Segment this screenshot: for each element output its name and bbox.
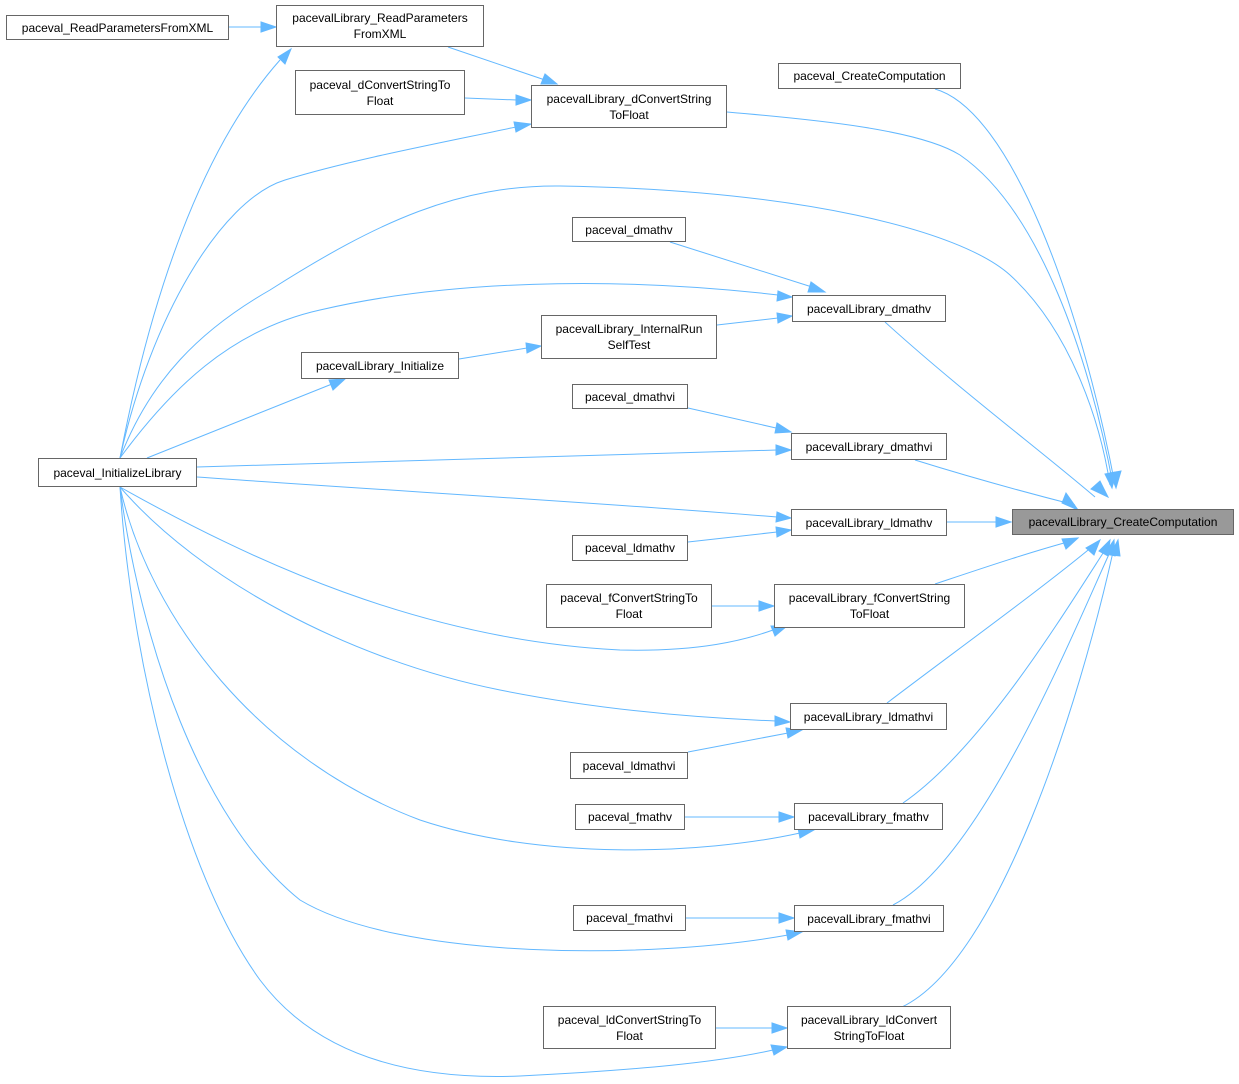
- arrowhead: [1061, 537, 1080, 550]
- node-paceval-createcomputation[interactable]: paceval_CreateComputation: [778, 63, 961, 89]
- node-pacevallibrary-dconvertstringtofloat[interactable]: pacevalLibrary_dConvertString ToFloat: [531, 85, 727, 128]
- node-pacevallibrary-ldmathv[interactable]: pacevalLibrary_ldmathv: [791, 509, 947, 536]
- node-pacevallibrary-initialize[interactable]: pacevalLibrary_Initialize: [301, 352, 459, 379]
- arrowhead: [277, 47, 293, 65]
- node-pacevallibrary-createcomputation[interactable]: pacevalLibrary_CreateComputation: [1012, 509, 1234, 535]
- arrowhead: [260, 21, 278, 33]
- edge-libreadxml-to-libdconvert: [447, 46, 546, 81]
- edge-selftest-to-libdmathv: [716, 317, 779, 326]
- arrowhead: [807, 281, 827, 293]
- edge-libfmathv-to-lib: [902, 549, 1106, 804]
- edge-libfmathvi-to-lib: [892, 551, 1111, 906]
- arrowhead: [758, 600, 776, 612]
- arrowhead: [775, 444, 793, 456]
- node-pacevallibrary-dmathv[interactable]: pacevalLibrary_dmathv: [792, 295, 946, 322]
- arrowhead: [776, 312, 794, 324]
- edge-initlib-arc-to-libfmathv: [119, 486, 801, 851]
- edge-initlib-arc-to-libfmathvi: [119, 486, 789, 952]
- arrowhead: [515, 94, 533, 106]
- node-paceval-ldconvertstringtofloat[interactable]: paceval_ldConvertStringTo Float: [543, 1006, 716, 1049]
- node-pacevallibrary-readparametersfromxml[interactable]: pacevalLibrary_ReadParameters FromXML: [276, 5, 484, 47]
- edge-createcomputation-to-lib: [934, 88, 1116, 486]
- arrowhead: [1085, 538, 1101, 556]
- node-paceval-initializelibrary[interactable]: paceval_InitializeLibrary: [38, 458, 197, 487]
- arrowhead: [776, 290, 794, 302]
- arrowhead: [771, 1022, 789, 1034]
- arrowhead: [540, 73, 559, 85]
- edge-initlib-to-libldmathv: [196, 476, 778, 518]
- node-pacevallibrary-dmathvi[interactable]: pacevalLibrary_dmathvi: [791, 433, 947, 460]
- arrowhead: [774, 715, 792, 727]
- edge-libdconvert-to-lib: [726, 111, 1114, 486]
- arrowhead: [775, 511, 793, 523]
- edge-libdmathv-to-lib: [884, 321, 1096, 498]
- edge-libinit-to-selftest: [458, 347, 528, 360]
- arrowhead: [1090, 480, 1110, 499]
- arrowhead: [778, 811, 796, 823]
- node-paceval-dconvertstringtofloat[interactable]: paceval_dConvertStringTo Float: [295, 70, 465, 115]
- arrowhead: [778, 912, 796, 924]
- edge-libldmathvi-to-lib: [886, 545, 1094, 704]
- node-paceval-fmathvi[interactable]: paceval_fmathvi: [573, 905, 686, 931]
- edge-initlib-to-libdmathvi: [196, 449, 778, 468]
- edge-dconvert-to-libdconvert: [464, 97, 518, 101]
- node-paceval-ldmathvi[interactable]: paceval_ldmathvi: [570, 752, 688, 779]
- node-pacevallibrary-fmathv[interactable]: pacevalLibrary_fmathv: [794, 803, 943, 830]
- node-pacevallibrary-ldconvertstringtofloat[interactable]: pacevalLibrary_ldConvert StringToFloat: [787, 1006, 951, 1049]
- arrowhead: [770, 1044, 789, 1056]
- node-pacevallibrary-fmathvi[interactable]: pacevalLibrary_fmathvi: [794, 905, 944, 932]
- edge-libldconvert-to-lib: [901, 551, 1114, 1008]
- node-pacevallibrary-internalrunselftest[interactable]: pacevalLibrary_InternalRun SelfTest: [541, 315, 717, 359]
- edge-libfconvert-to-lib: [934, 539, 1076, 585]
- edge-initialize-arc-to-lib: [119, 185, 1111, 486]
- arrowhead: [1109, 538, 1121, 557]
- arrowhead: [525, 342, 543, 354]
- node-paceval-dmathv[interactable]: paceval_dmathv: [572, 217, 686, 242]
- node-paceval-fmathv[interactable]: paceval_fmathv: [575, 804, 685, 830]
- arrowhead: [995, 516, 1013, 528]
- edge-ldmathv-to-libldmathv: [687, 531, 778, 543]
- edge-libdmathvi-to-lib: [914, 459, 1076, 506]
- arrowhead: [1061, 491, 1080, 512]
- edge-initlib-to-libinit: [146, 383, 333, 459]
- node-paceval-ldmathv[interactable]: paceval_ldmathv: [572, 535, 688, 561]
- edge-dmathvi-to-libdmathvi: [687, 407, 777, 429]
- edge-initlib-arc-to-libdmathv: [119, 283, 779, 459]
- edge-initlib-arc-to-libldconvert: [119, 486, 774, 1077]
- edge-initlib-arc-to-libldmathvi: [119, 486, 777, 722]
- arrowhead: [775, 526, 793, 538]
- edge-initlib-arc-to-libfconvert: [119, 486, 774, 651]
- node-paceval-dmathvi[interactable]: paceval_dmathvi: [572, 384, 688, 409]
- arrowhead: [513, 121, 533, 133]
- arrowhead: [328, 378, 347, 391]
- node-paceval-fconvertstringtofloat[interactable]: paceval_fConvertStringTo Float: [546, 584, 712, 628]
- node-paceval-readparametersfromxml[interactable]: paceval_ReadParametersFromXML: [6, 15, 229, 40]
- edge-initlib-to-libreadxml: [119, 59, 281, 459]
- edge-initlib-to-libdconvert: [119, 126, 517, 459]
- edge-ldmathvi-to-libldmathvi: [687, 732, 789, 753]
- node-pacevallibrary-fconvertstringtofloat[interactable]: pacevalLibrary_fConvertString ToFloat: [774, 584, 965, 628]
- arrowhead: [1104, 471, 1117, 490]
- node-pacevallibrary-ldmathvi[interactable]: pacevalLibrary_ldmathvi: [790, 703, 947, 730]
- arrowhead: [774, 422, 793, 434]
- edge-dmathv-to-libdmathv: [669, 241, 813, 288]
